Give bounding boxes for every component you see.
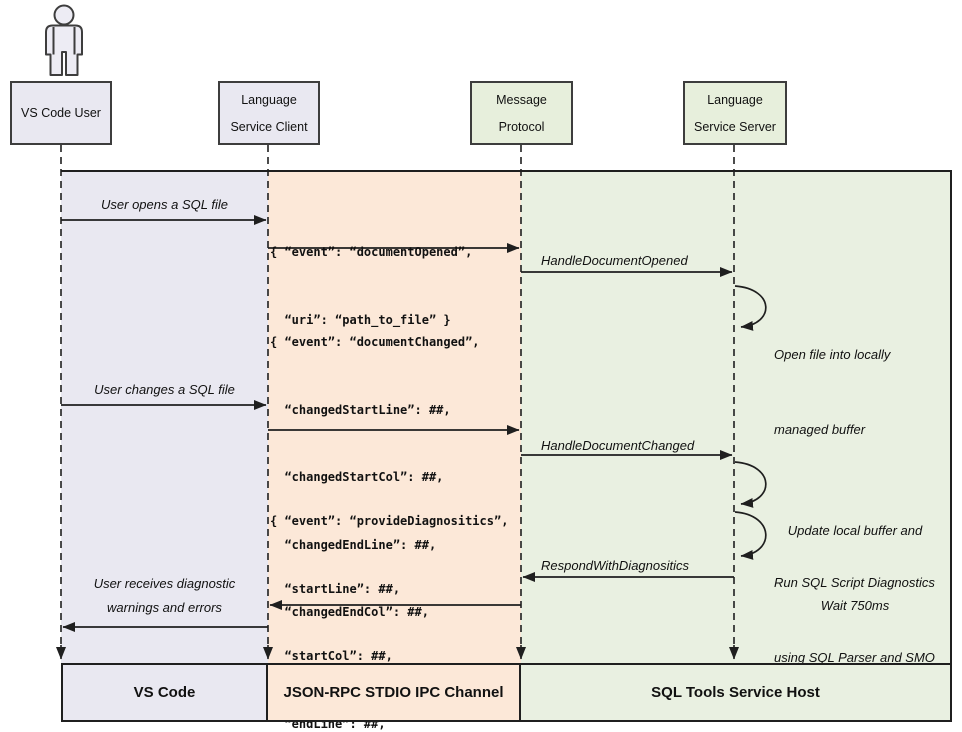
json-line: { “event”: “provideDiagnositics”,: [270, 514, 509, 528]
label-line: warnings and errors: [107, 600, 222, 615]
participant-message-protocol: Message Protocol: [470, 81, 573, 145]
label-line: User receives diagnostic: [93, 576, 236, 591]
footer-service-host: SQL Tools Service Host: [519, 663, 952, 722]
json-line: { “event”: “documentChanged”,: [270, 335, 480, 349]
note-line: managed buffer: [774, 422, 866, 437]
note-update-buffer: Update local buffer and Wait 750ms: [765, 468, 945, 668]
participant-label: Service Client: [230, 119, 308, 134]
footer-vscode: VS Code: [61, 663, 268, 722]
json-line: “changedEndCol”: ##,: [270, 605, 429, 619]
note-line: Open file into locally: [774, 347, 891, 362]
footer-label: SQL Tools Service Host: [651, 684, 820, 701]
json-line: “changedStartCol”: ##,: [270, 470, 444, 484]
note-line: Run SQL Script Diagnostics: [774, 575, 935, 590]
participant-label: Service Server: [694, 119, 776, 134]
participant-vscode-user: VS Code User: [10, 81, 112, 145]
participant-label: Language: [241, 92, 297, 107]
participant-label: Message: [496, 92, 547, 107]
label-handle-document-opened: HandleDocumentOpened: [541, 253, 688, 268]
lane-top-border: [61, 170, 952, 172]
note-run-diagnostics: Run SQL Script Diagnostics using SQL Par…: [774, 520, 935, 720]
participant-label: Protocol: [498, 119, 545, 134]
note-line: Wait 750ms: [820, 598, 890, 613]
note-line: using SQL Parser and SMO: [774, 650, 935, 665]
json-line: “changedEndLine”: ##,: [270, 537, 437, 552]
json-provide-diagnostics: { “event”: “provideDiagnositics”, “start…: [270, 465, 508, 732]
label-respond-with-diagnostics: RespondWithDiagnositics: [541, 558, 690, 573]
person-icon: [45, 4, 83, 76]
lane-right-border: [950, 170, 952, 663]
participant-label: Language: [707, 92, 763, 107]
footer-ipc-channel: JSON-RPC STDIO IPC Channel: [266, 663, 521, 722]
json-line: “startCol”: ##,: [270, 649, 393, 663]
json-document-opened: { “event”: “documentOpened”, “uri”: “pat…: [270, 196, 472, 376]
footer-label: JSON-RPC STDIO IPC Channel: [283, 684, 504, 701]
participant-language-service-server: Language Service Server: [683, 81, 787, 145]
note-line: Update local buffer and: [787, 523, 923, 538]
json-line: “uri”: “path_to_file” }: [270, 312, 451, 327]
label-user-changes-file: User changes a SQL file: [94, 382, 235, 397]
footer-label: VS Code: [133, 684, 196, 701]
json-line: { “event”: “documentOpened”,: [270, 245, 473, 259]
label-user-opens-file: User opens a SQL file: [101, 197, 228, 212]
json-line: “startLine”: ##,: [270, 581, 401, 596]
participant-language-service-client: Language Service Client: [218, 81, 320, 145]
label-handle-document-changed: HandleDocumentChanged: [541, 438, 695, 453]
participant-label: VS Code User: [21, 106, 101, 120]
label-user-receives-diagnostics: User receives diagnostic warnings and er…: [61, 572, 268, 620]
note-open-file: Open file into locally managed buffer: [774, 292, 890, 492]
json-line: “changedStartLine”: ##,: [270, 402, 451, 417]
